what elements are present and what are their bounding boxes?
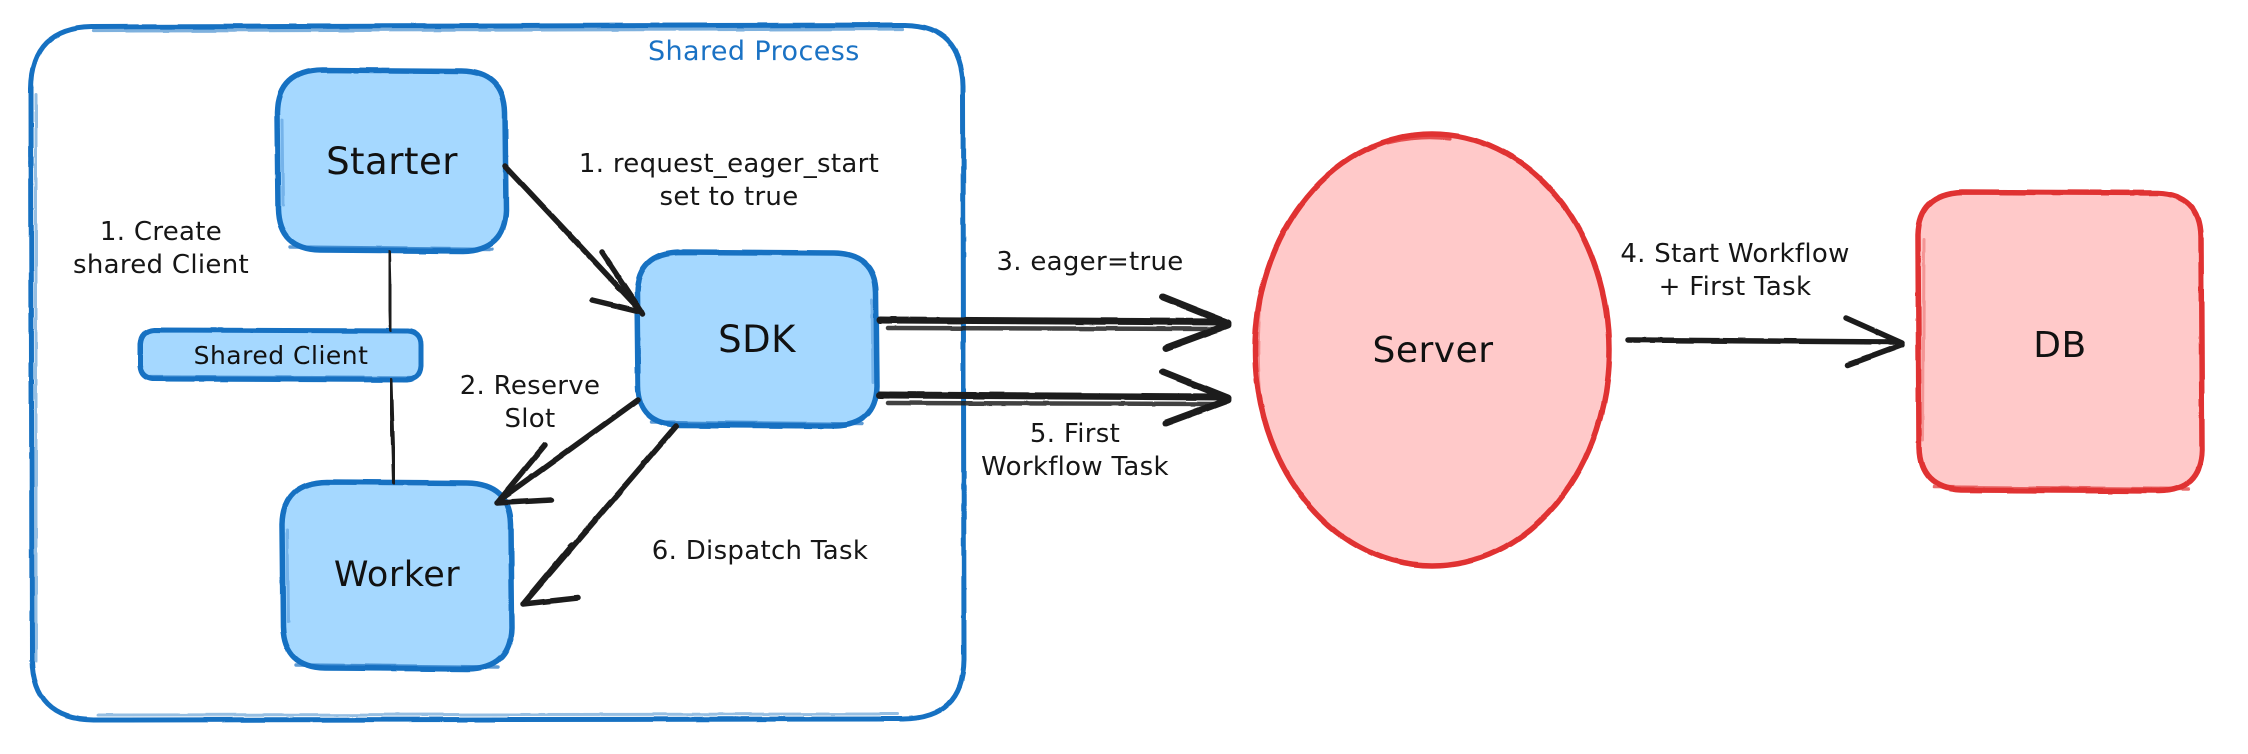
edge-dispatch-task [520, 423, 679, 607]
edge-label-start-workflow: 4. Start Workflow + First Task [1620, 239, 1850, 303]
shared-process-label: Shared Process [648, 36, 860, 67]
edge-label-request-eager-start: 1. request_eager_start set to true [578, 149, 880, 213]
edge-shared-client-worker [389, 378, 396, 484]
edge-label-reserve-slot: 2. Reserve Slot [459, 371, 601, 435]
edge-label-eager-true: 3. eager=true [996, 247, 1184, 277]
node-server[interactable] [1252, 131, 1612, 569]
node-sdk[interactable] [634, 249, 880, 429]
node-starter[interactable] [274, 67, 509, 254]
edge-start-workflow [1625, 315, 1905, 368]
edge-first-workflow-task [876, 368, 1232, 427]
edge-request-eager-start [502, 163, 646, 317]
node-worker[interactable] [279, 479, 515, 672]
edge-label-first-workflow-task: 5. First Workflow Task [981, 419, 1169, 483]
edge-label-dispatch-task: 6. Dispatch Task [651, 536, 869, 566]
node-db[interactable] [1915, 189, 2205, 494]
edge-eager-true [876, 293, 1232, 352]
shared-process-container [28, 22, 967, 723]
edge-reserve-slot [494, 397, 641, 506]
edge-create-shared-client [387, 250, 393, 332]
node-shared-client[interactable] [137, 327, 424, 383]
edge-label-create-shared-client: 1. Create shared Client [72, 217, 249, 281]
